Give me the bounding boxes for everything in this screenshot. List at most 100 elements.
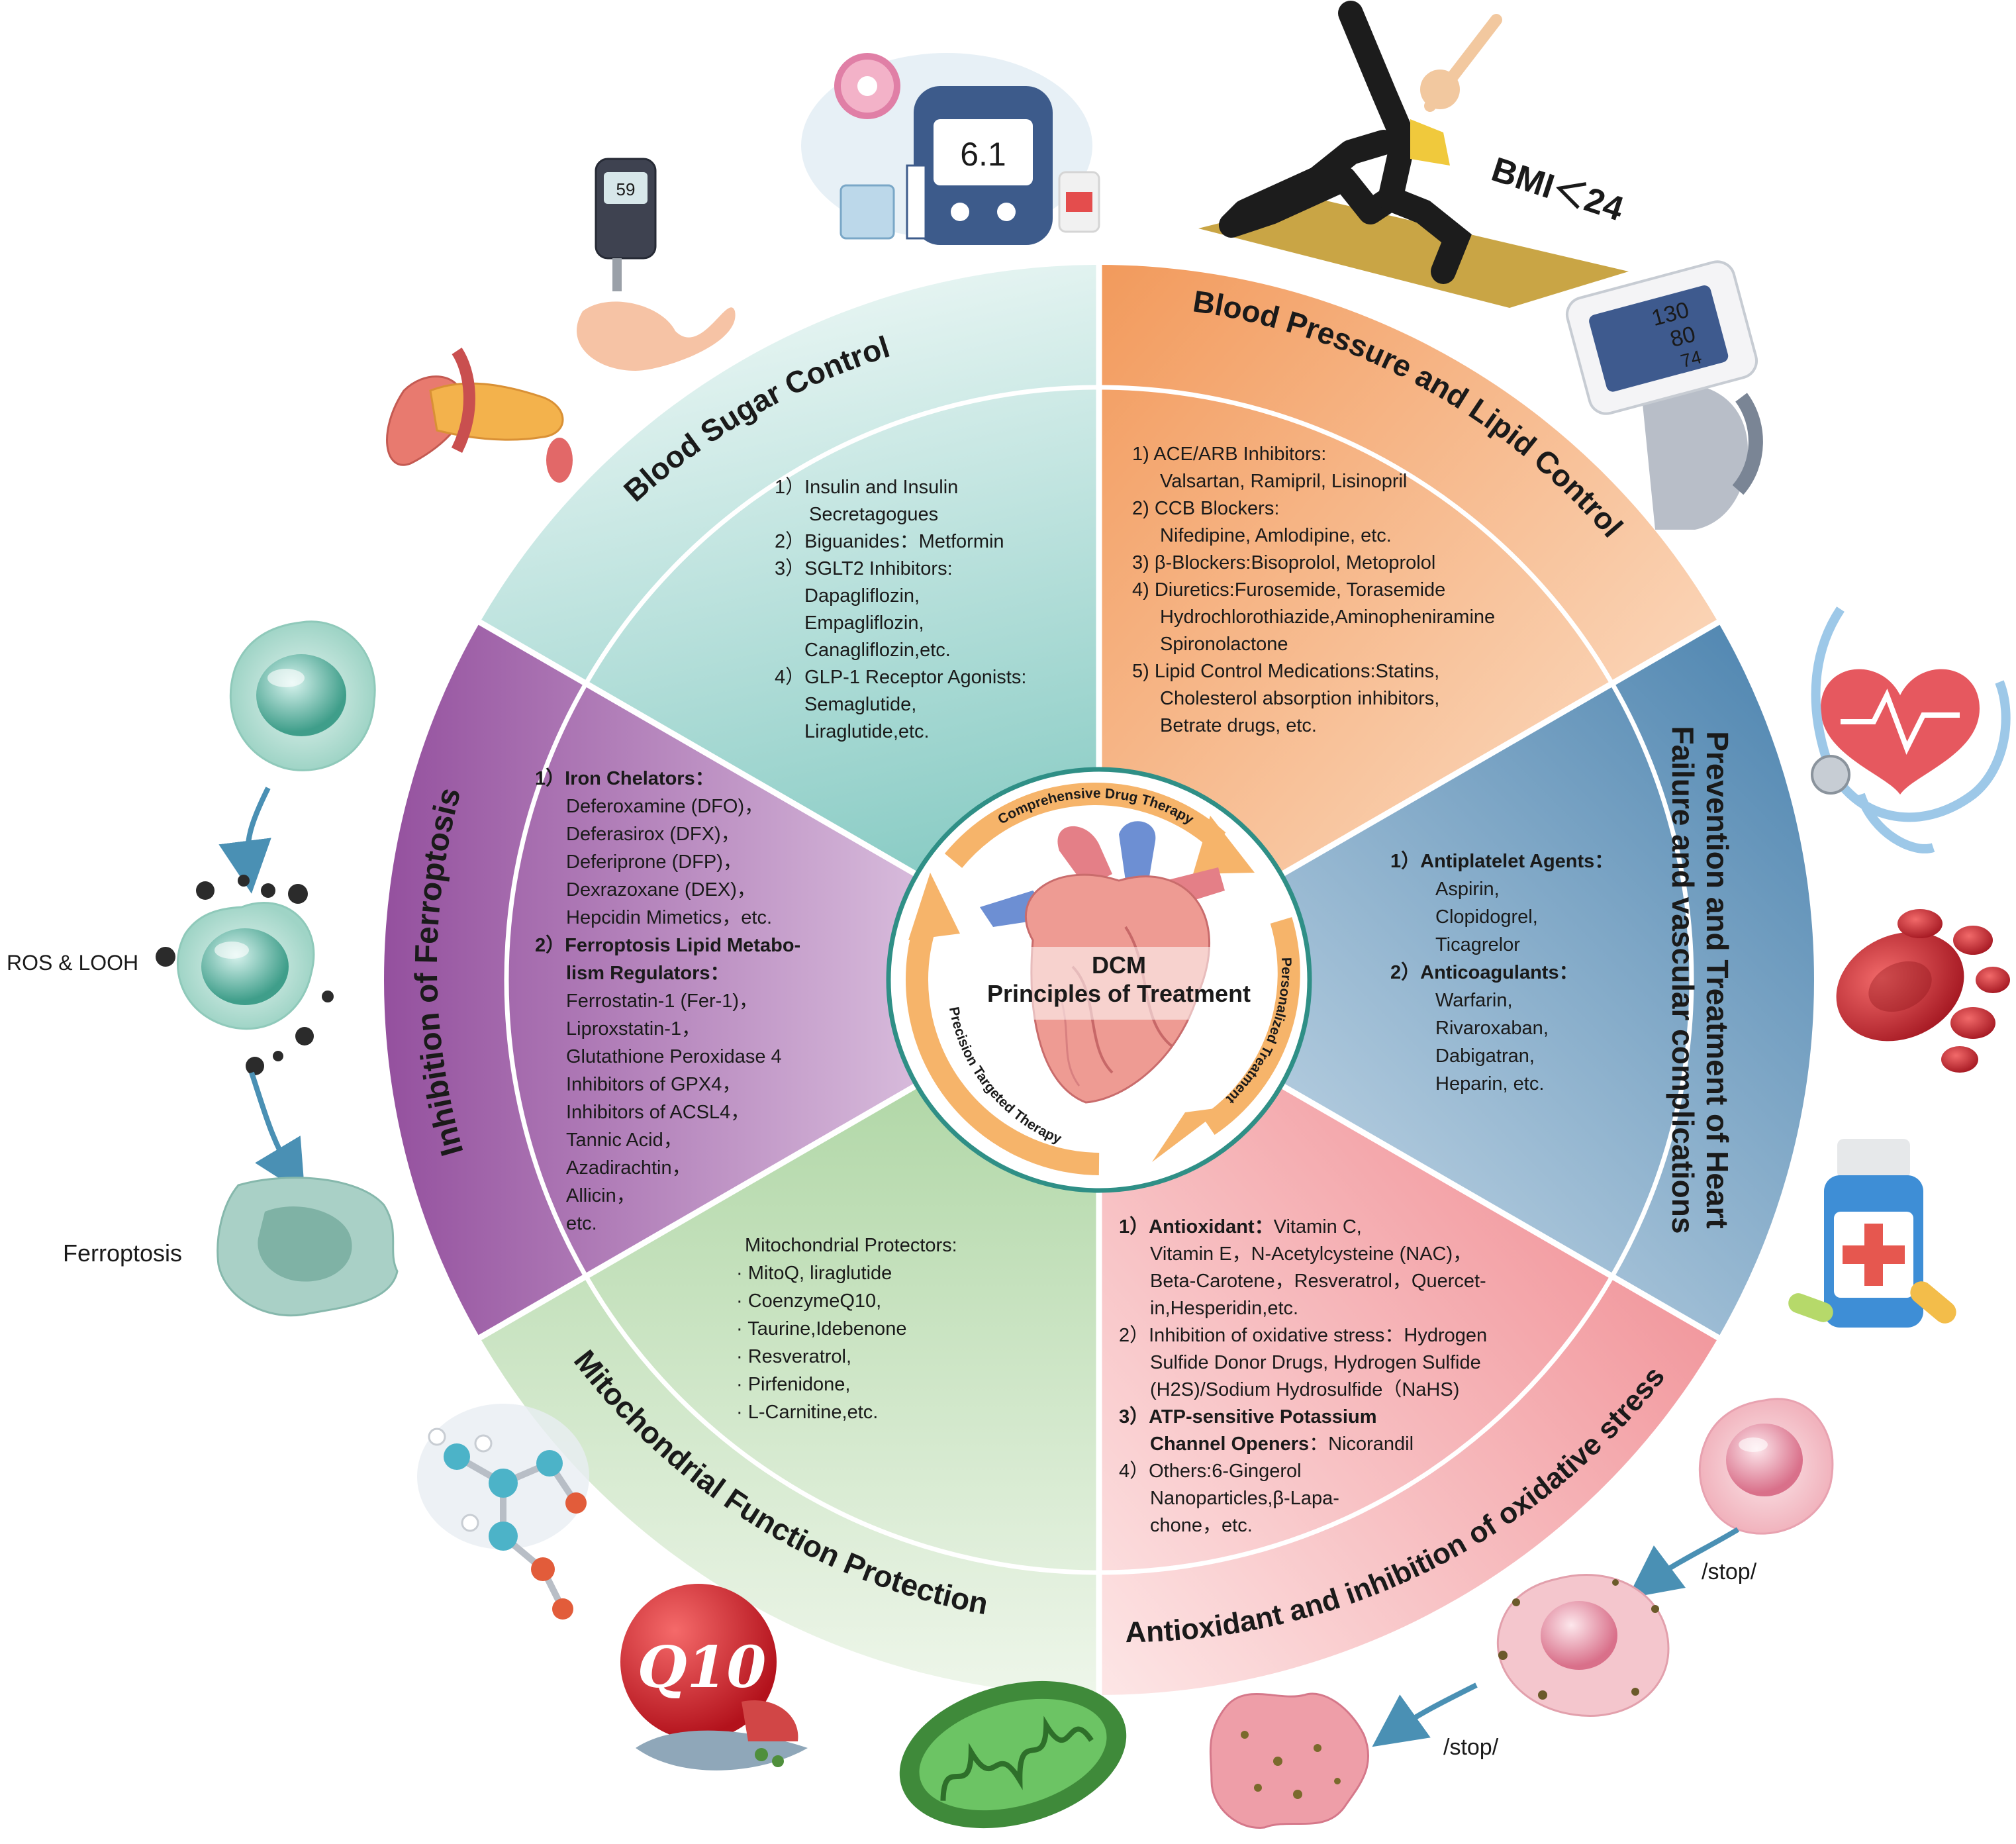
line: Canagliflozin,etc. <box>804 640 951 661</box>
arrow-top <box>944 782 1226 868</box>
stressed-pink-cell-icon <box>1496 1574 1670 1717</box>
heading: 1）Antiplatelet Agents： <box>1390 850 1613 872</box>
line: 1) ACE/ARB Inhibitors: <box>1132 444 1326 465</box>
line: etc. <box>566 1213 597 1234</box>
line: Dabigatran, <box>1435 1045 1535 1067</box>
heading: 2）Ferroptosis Lipid Metabo- <box>535 934 800 956</box>
line: · CoenzymeQ10, <box>736 1290 881 1312</box>
line: Heparin, etc. <box>1435 1073 1544 1094</box>
line: Cholesterol absorption inhibitors, <box>1160 688 1439 709</box>
line: Deferoxamine (DFO)， <box>566 796 763 817</box>
line: Channel Openers：Nicorandil <box>1150 1433 1414 1455</box>
arrow-down-left-icon <box>1627 1527 1740 1598</box>
arrowhead-top <box>1193 816 1255 874</box>
line: Valsartan, Ramipril, Lisinopril <box>1160 471 1407 492</box>
q10-label: Q10 <box>638 1634 767 1701</box>
blood-pressure-monitor-icon: 130 80 74 <box>1565 260 1763 530</box>
arrow-left <box>906 916 1100 1175</box>
line: Beta-Carotene，Resveratrol，Quercet- <box>1150 1271 1486 1292</box>
heading: 3）ATP-sensitive Potassium <box>1119 1406 1376 1428</box>
glucose-meter-icon: 59 <box>577 158 736 371</box>
line: · L-Carnitine,etc. <box>736 1402 878 1423</box>
line: Betrate drugs, etc. <box>1160 715 1317 736</box>
line: in,Hesperidin,etc. <box>1150 1298 1298 1319</box>
line: 1）Insulin and Insulin <box>775 477 958 498</box>
heading: 1）Iron Chelators： <box>535 767 714 789</box>
molecule-icon <box>417 1404 589 1620</box>
line: 4）Others:6-Gingerol <box>1119 1461 1302 1482</box>
center-title-line2: Principles of Treatment <box>987 980 1251 1007</box>
line: Empagliflozin, <box>804 612 924 634</box>
line: 2）Biguanides：Metformin <box>775 531 1004 552</box>
ferroptotic-cell-icon <box>216 1177 399 1317</box>
line: Hepcidin Mimetics，etc. <box>566 907 772 928</box>
content-ferroptosis: 1）Iron Chelators： Deferoxamine (DFO)， De… <box>535 767 800 1234</box>
line: Semaglutide, <box>804 694 916 715</box>
line: · Pirfenidone, <box>736 1374 851 1395</box>
red-blood-cells-icon <box>1836 909 2010 1073</box>
line: Deferiprone (DFP)， <box>566 851 742 873</box>
line: Deferasirox (DFX)， <box>566 824 740 845</box>
content-blood-sugar: 1）Insulin and Insulin Secretagogues 2）Bi… <box>775 477 1026 742</box>
heading: 2）Anticoagulants： <box>1390 961 1578 983</box>
line: · Taurine,Idebenone <box>736 1318 906 1339</box>
sector-mitochondrial <box>479 980 1099 1695</box>
title-heart-failure: Prevention and Treatment of Heart Failur… <box>1666 726 1735 1234</box>
title-band-ring <box>504 385 1694 1575</box>
oxidative-stress-process: /stop/ /stop/ <box>1209 1398 1834 1829</box>
line: Nanoparticles,β-Lapa- <box>1150 1488 1339 1509</box>
line: Secretagogues <box>809 504 938 525</box>
line: Vitamin E，N-Acetylcysteine (NAC)， <box>1150 1243 1472 1265</box>
line: Azadirachtin， <box>566 1157 691 1179</box>
stethoscope-heart-icon <box>1811 607 2011 853</box>
line: · Resveratrol, <box>736 1346 851 1367</box>
line: Dapagliflozin, <box>804 585 920 607</box>
stop-label-1: /stop/ <box>1702 1559 1757 1584</box>
line: Ferrostatin-1 (Fer-1)， <box>566 991 758 1012</box>
center-hub: Comprehensive Drug Therapy Personalized … <box>886 767 1312 1193</box>
line: Liraglutide,etc. <box>804 721 930 742</box>
line: Clopidogrel, <box>1435 906 1538 928</box>
line: Liproxstatin-1， <box>566 1018 700 1040</box>
line: Nifedipine, Amlodipine, etc. <box>1160 525 1392 546</box>
bmi-label: BMI＜24 <box>1487 150 1628 229</box>
arrowhead-left <box>908 873 960 940</box>
line: Spironolactone <box>1160 634 1288 655</box>
ros-particles <box>156 875 334 1075</box>
line: Glutathione Peroxidase 4 <box>566 1046 782 1067</box>
medicine-bottle-icon <box>1788 1139 1956 1328</box>
arrow-down-icon <box>218 787 271 894</box>
sector-antioxidant <box>1099 980 1719 1695</box>
line: Ticagrelor <box>1435 934 1520 955</box>
line: 1）Antioxidant：Vitamin C, <box>1119 1216 1362 1237</box>
sector-blood-sugar <box>479 265 1099 980</box>
arrow-down-icon <box>249 1071 305 1195</box>
center-title-line1: DCM <box>1092 951 1146 979</box>
ros-label: ROS & LOOH <box>7 951 138 975</box>
line: Inhibitors of GPX4， <box>566 1074 741 1095</box>
line: Warfarin, <box>1435 990 1513 1011</box>
line: chone，etc. <box>1150 1515 1253 1536</box>
line: Tannic Acid， <box>566 1130 683 1151</box>
line: 4) Diuretics:Furosemide, Torasemide <box>1132 579 1445 601</box>
glucose-reading: 6.1 <box>960 136 1006 173</box>
ferroptosis-process: ROS & LOOH Ferroptosis <box>7 620 399 1317</box>
glucose-monitor-icon: 6.1 <box>801 53 1100 245</box>
damaged-pink-cell-icon <box>1209 1692 1370 1829</box>
stop-label-2: /stop/ <box>1443 1735 1499 1760</box>
heading: lism Regulators： <box>566 963 730 984</box>
line: Allicin， <box>566 1185 636 1206</box>
healthy-cell-icon <box>229 620 376 771</box>
yoga-figure-icon <box>1198 1 1629 308</box>
line: Dexrazoxane (DEX)， <box>566 879 756 900</box>
content-antioxidant: 1）Antioxidant：Vitamin C, Vitamin E，N-Ace… <box>1119 1216 1487 1536</box>
line: Inhibitors of ACSL4， <box>566 1102 749 1123</box>
line: Rivaroxaban, <box>1435 1018 1549 1039</box>
line: 5) Lipid Control Medications:Statins, <box>1132 661 1439 682</box>
line: 3）SGLT2 Inhibitors: <box>775 558 953 579</box>
title-backdrop <box>1003 947 1231 1020</box>
content-heart-failure: 1）Antiplatelet Agents： Aspirin, Clopidog… <box>1390 850 1613 1094</box>
line: Aspirin, <box>1435 879 1500 900</box>
mitochondrion-icon <box>899 1680 1127 1829</box>
